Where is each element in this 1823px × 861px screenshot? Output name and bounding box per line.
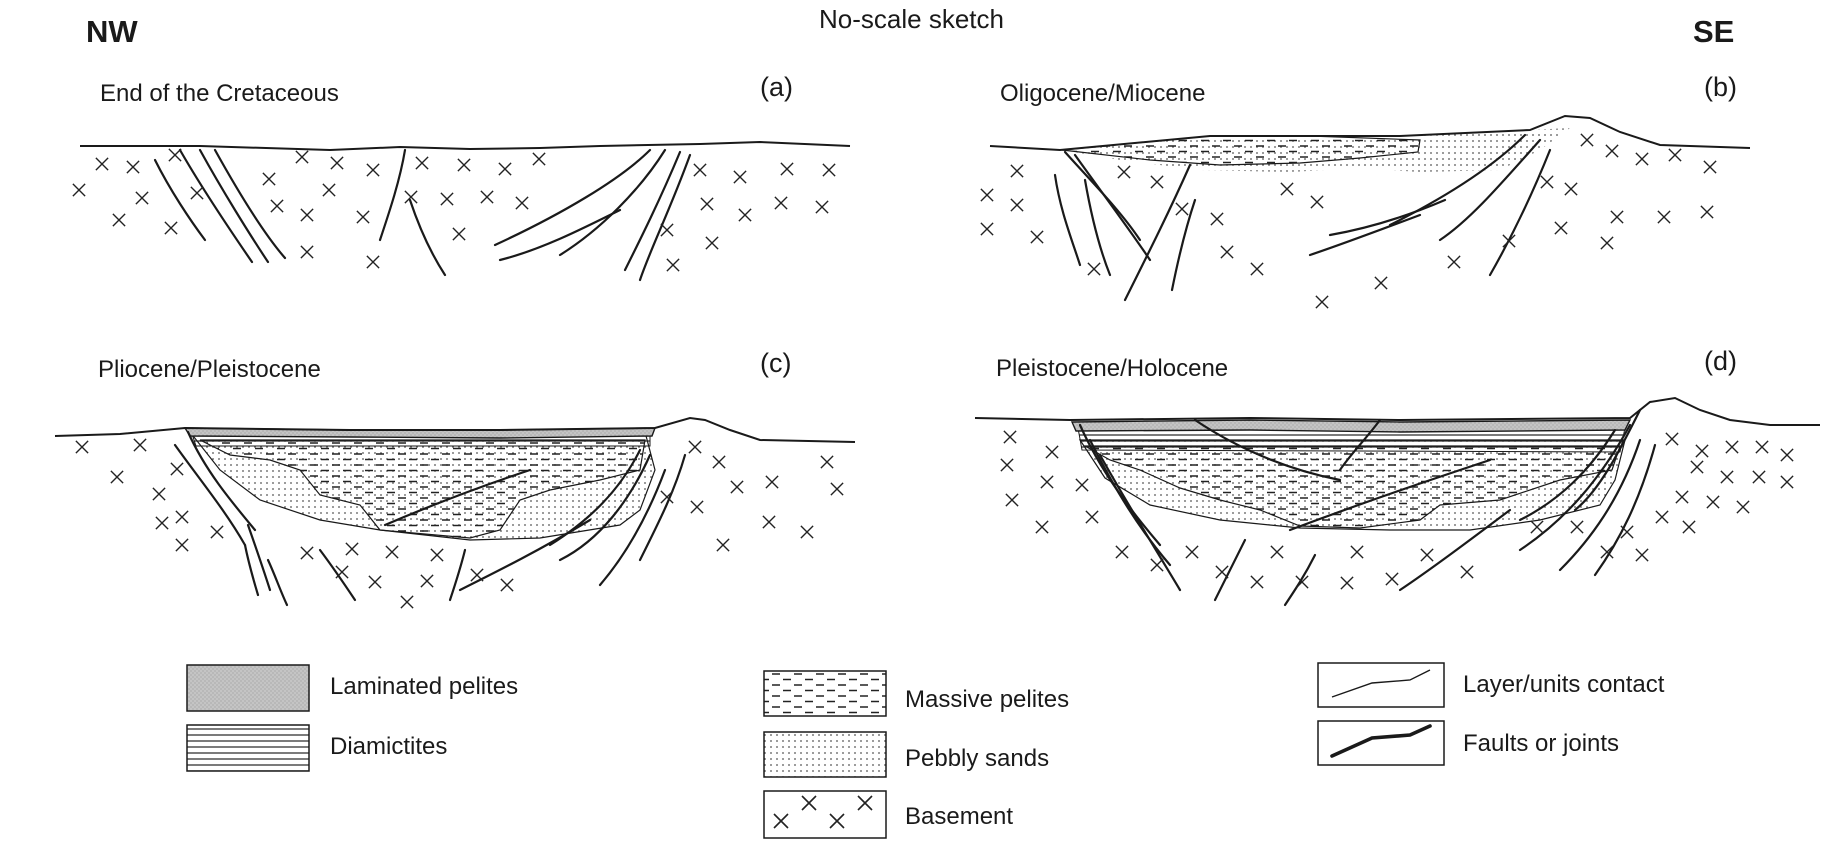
panel-d-label: (d) xyxy=(1704,346,1737,376)
panel-d-faults xyxy=(1078,408,1657,607)
legend-faults-label: Faults or joints xyxy=(1463,730,1620,757)
panel-a-label: (a) xyxy=(760,72,793,102)
panel-a-basement-marks xyxy=(72,148,836,272)
panel-a-faults xyxy=(153,148,692,282)
panel-d-massive-pelites xyxy=(1082,445,1621,529)
panel-b-section xyxy=(980,114,1751,309)
panel-c-faults xyxy=(173,430,687,607)
panel-d-section xyxy=(974,396,1820,607)
legend-laminated-swatch xyxy=(186,664,310,712)
nw-direction-label: NW xyxy=(86,14,138,49)
legend-diamictites-label: Diamictites xyxy=(330,733,448,760)
panel-c-label: (c) xyxy=(760,348,792,378)
panel-a-section xyxy=(72,140,851,282)
legend-contact-swatch xyxy=(1317,662,1445,708)
legend-laminated-label: Laminated pelites xyxy=(330,673,519,700)
panel-c-title: Pliocene/Pleistocene xyxy=(98,356,321,383)
panel-d-ground-surface xyxy=(974,396,1820,426)
legend xyxy=(186,662,1445,839)
legend-massive-label: Massive pelites xyxy=(905,686,1070,713)
panel-b-ground-surface xyxy=(989,114,1751,152)
panel-c-ground-surface xyxy=(54,416,856,443)
legend-contact-label: Layer/units contact xyxy=(1463,671,1665,698)
legend-basement-label: Basement xyxy=(905,803,1014,830)
panel-b-title: Oligocene/Miocene xyxy=(1000,80,1206,107)
panel-d-title: Pleistocene/Holocene xyxy=(996,355,1229,382)
legend-pebbly-swatch xyxy=(763,731,887,778)
sketch-subtitle: No-scale sketch xyxy=(819,4,1004,34)
legend-massive-swatch xyxy=(763,670,887,717)
legend-faults-line xyxy=(1330,724,1432,758)
panel-c-section xyxy=(54,416,856,609)
panel-b-faults xyxy=(1053,133,1552,302)
se-direction-label: SE xyxy=(1693,14,1735,49)
legend-contact-line xyxy=(1331,669,1431,698)
legend-basement-swatch xyxy=(763,790,887,839)
legend-diamictites-swatch xyxy=(186,724,310,772)
panel-a-title: End of the Cretaceous xyxy=(100,80,339,107)
legend-pebbly-label: Pebbly sands xyxy=(905,745,1050,772)
panel-b-label: (b) xyxy=(1704,72,1737,102)
panel-d-laminated-pelites xyxy=(1070,419,1632,433)
panel-a-ground-surface xyxy=(80,140,851,152)
